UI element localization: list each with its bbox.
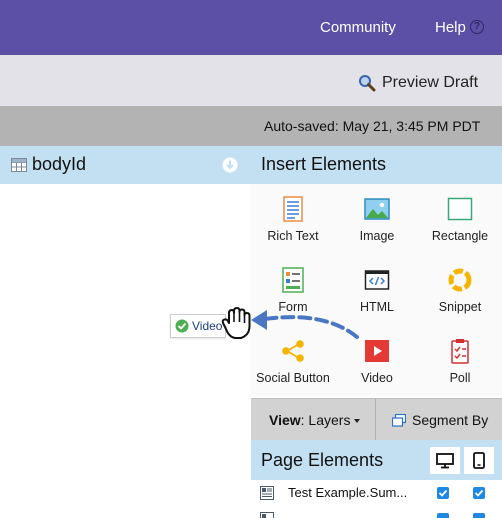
help-circle-icon[interactable]: ?	[470, 20, 484, 34]
download-circle-icon[interactable]	[222, 157, 238, 173]
insert-elements-title: Insert Elements	[261, 154, 387, 174]
insert-item-label: Video	[361, 371, 393, 385]
insert-elements-grid: Rich Text Image Rectangle Form	[251, 184, 502, 396]
divider	[375, 399, 376, 441]
rich-text-icon	[283, 196, 303, 222]
preview-draft-label: Preview Draft	[382, 74, 479, 91]
layout-panel-title: bodyId	[32, 154, 87, 174]
social-button-icon	[282, 340, 304, 362]
community-link[interactable]: Community	[320, 19, 396, 36]
mobile-icon	[473, 452, 485, 469]
segment-icon	[392, 413, 406, 427]
top-nav-bar: Community Help ?	[0, 0, 502, 55]
segment-by-button[interactable]: Segment By	[392, 412, 488, 428]
insert-elements-header: Insert Elements	[251, 146, 502, 184]
mobile-column-header[interactable]	[464, 447, 494, 474]
insert-item-label: Rectangle	[431, 229, 489, 243]
insert-item-label: Rich Text	[267, 229, 319, 243]
desktop-visibility-checkbox[interactable]	[437, 487, 449, 499]
insert-video[interactable]: Video	[335, 338, 419, 385]
page-element-name: Test Example.Sum...	[288, 485, 408, 500]
page-elements-header: Page Elements	[251, 440, 502, 480]
insert-snippet[interactable]: Snippet	[418, 267, 502, 314]
snippet-icon	[448, 268, 472, 292]
poll-icon	[451, 339, 469, 364]
insert-item-label: Form	[278, 300, 308, 314]
drag-arrow-icon	[251, 310, 359, 339]
preview-draft-button[interactable]: Preview Draft	[358, 72, 478, 94]
insert-form[interactable]: Form	[251, 267, 335, 314]
editor-toolbar: Preview Draft	[0, 55, 502, 106]
layout-panel-header[interactable]: bodyId	[0, 146, 251, 184]
caret-down-icon	[354, 419, 361, 424]
rectangle-icon	[447, 197, 473, 221]
view-layers-dropdown[interactable]: View: Layers	[269, 412, 361, 428]
segment-by-label: Segment By	[412, 412, 489, 428]
insert-item-label: Social Button	[256, 371, 330, 385]
grid-icon	[11, 158, 27, 172]
dragged-video-element[interactable]: Video	[170, 314, 226, 338]
insert-item-label: Snippet	[438, 300, 482, 314]
mobile-visibility-checkbox[interactable]	[473, 513, 485, 518]
mobile-visibility-checkbox[interactable]	[473, 487, 485, 499]
document-icon	[260, 512, 274, 518]
view-toolbar: View: Layers Segment By	[251, 398, 502, 441]
check-circle-icon	[175, 319, 189, 333]
insert-rectangle[interactable]: Rectangle	[418, 196, 502, 243]
desktop-icon	[436, 452, 454, 468]
insert-poll[interactable]: Poll	[418, 338, 502, 385]
document-icon	[260, 486, 274, 500]
desktop-column-header[interactable]	[430, 447, 460, 474]
desktop-visibility-checkbox[interactable]	[437, 513, 449, 518]
insert-item-label: Image	[359, 229, 395, 243]
page-element-row[interactable]: Test Example.Sum...	[251, 481, 502, 505]
help-link[interactable]: Help	[435, 19, 466, 36]
insert-image[interactable]: Image	[335, 196, 419, 243]
insert-rich-text[interactable]: Rich Text	[251, 196, 335, 243]
page-elements-title: Page Elements	[261, 450, 384, 470]
page-element-row[interactable]	[251, 507, 502, 518]
status-bar: Auto-saved: May 21, 3:45 PM PDT	[0, 106, 502, 146]
magnifier-icon	[359, 75, 376, 92]
insert-html[interactable]: HTML	[335, 267, 419, 314]
view-value: : Layers	[300, 412, 351, 428]
video-icon	[365, 340, 389, 362]
insert-item-label: HTML	[359, 300, 395, 314]
autosave-status: Auto-saved: May 21, 3:45 PM PDT	[264, 118, 481, 134]
view-prefix: View	[269, 412, 301, 428]
image-icon	[364, 198, 390, 220]
insert-social-button[interactable]: Social Button	[251, 338, 335, 385]
form-icon	[282, 267, 304, 293]
insert-item-label: Poll	[449, 371, 471, 385]
dragged-element-label: Video	[192, 319, 223, 333]
html-icon	[364, 270, 390, 290]
grab-hand-cursor-icon	[221, 307, 251, 339]
